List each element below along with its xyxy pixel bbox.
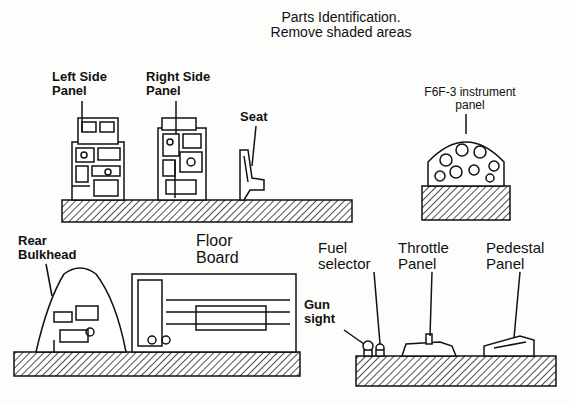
diagram-title: Parts Identification. Remove shaded area…	[255, 10, 427, 40]
left-side-panel-part	[72, 118, 124, 200]
leader-line	[175, 101, 177, 134]
leader-line	[46, 264, 52, 296]
right-side-panel-part	[158, 118, 206, 200]
part-label: F6F-3 instrument panel	[424, 86, 516, 112]
throttle-panel-part	[402, 334, 456, 356]
fuel-selector-part	[376, 344, 384, 356]
leader-line	[81, 101, 83, 132]
part-label: Floor Board	[196, 232, 250, 267]
part-label: Gun sight	[304, 298, 346, 326]
leader-line	[465, 114, 467, 134]
part-label: Rear Bulkhead	[18, 234, 88, 262]
part-label: Right Side Panel	[146, 70, 218, 98]
shaded-base	[62, 200, 352, 222]
part-label: Seat	[240, 110, 280, 124]
part-label: Pedestal Panel	[486, 240, 562, 272]
leader-line	[252, 126, 256, 166]
gun-sight-part	[363, 341, 373, 356]
part-label: Left Side Panel	[52, 70, 124, 98]
leader-line	[514, 272, 520, 338]
pedestal-panel-part	[484, 336, 534, 356]
leader-line	[430, 272, 432, 336]
part-label: Throttle Panel	[398, 240, 468, 272]
leader-line	[374, 272, 380, 344]
shaded-base	[422, 186, 510, 220]
shaded-base	[14, 352, 300, 376]
seat-part	[240, 150, 264, 200]
part-label: Fuel selector	[318, 240, 380, 272]
leader-line	[344, 330, 364, 344]
floor-board-part	[132, 274, 296, 352]
shaded-base	[356, 356, 556, 386]
instrument-panel-part	[428, 142, 504, 186]
